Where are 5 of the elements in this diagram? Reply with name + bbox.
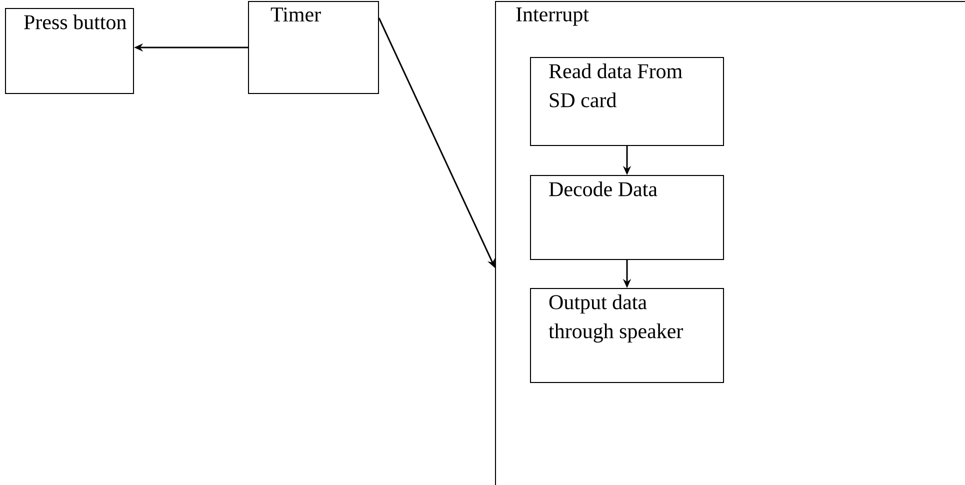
process-box: Decode Data: [530, 175, 724, 260]
process-box: Press button: [5, 8, 134, 94]
process-box: Output data through speaker: [530, 288, 724, 383]
process-box: Read data From SD card: [530, 57, 724, 146]
process-box: Timer: [248, 1, 379, 94]
